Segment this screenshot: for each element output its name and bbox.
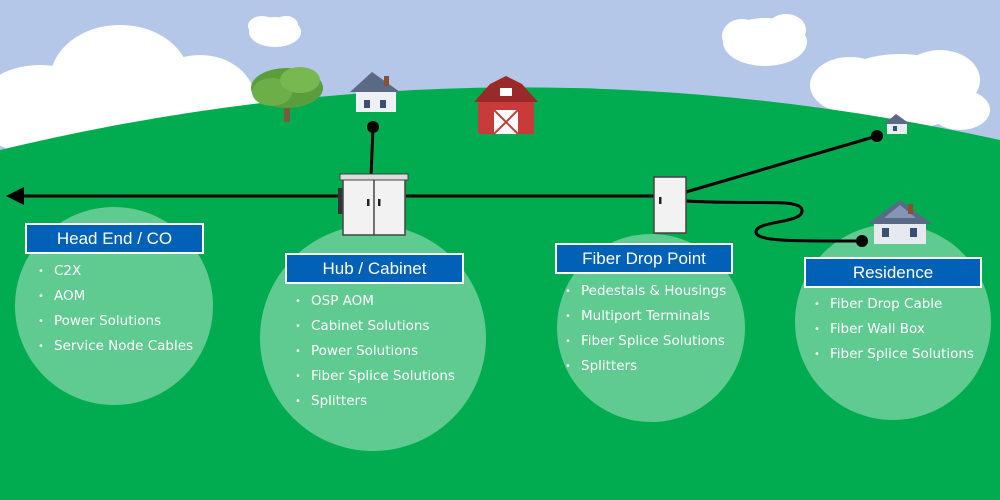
house-icon <box>350 72 400 112</box>
endpoint-dot <box>856 235 868 247</box>
endpoint-dot <box>871 130 883 142</box>
list-item: Fiber Splice Solutions <box>814 342 974 367</box>
list-item: Service Node Cables <box>38 334 193 359</box>
cloud-icon <box>0 25 300 155</box>
zone-title-fiber-drop-point: Fiber Drop Point <box>555 243 733 274</box>
zone-title-hub-cabinet: Hub / Cabinet <box>285 253 464 284</box>
list-item: OSP AOM <box>295 289 455 314</box>
fiber-lines <box>22 127 878 243</box>
list-item: Power Solutions <box>38 309 193 334</box>
zone-list-head-end: C2X AOM Power Solutions Service Node Cab… <box>38 259 193 359</box>
zone-title-head-end: Head End / CO <box>25 223 204 254</box>
cloud-icon <box>810 50 990 130</box>
zone-list-hub-cabinet: OSP AOM Cabinet Solutions Power Solution… <box>295 289 455 414</box>
list-item: AOM <box>38 284 193 309</box>
ground <box>0 87 1000 500</box>
list-item: Fiber Splice Solutions <box>295 364 455 389</box>
list-item: Splitters <box>295 389 455 414</box>
cloud-icon <box>248 16 301 47</box>
list-item: Fiber Drop Cable <box>814 292 974 317</box>
list-item: Pedestals & Housings <box>565 279 726 304</box>
list-item: C2X <box>38 259 193 284</box>
cloud-icon <box>722 14 807 66</box>
cabinet-to-house-line <box>369 127 375 177</box>
zone-list-fiber-drop-point: Pedestals & Housings Multiport Terminals… <box>565 279 726 379</box>
arrow-head-icon <box>6 187 24 205</box>
cabinet-icon <box>338 173 409 236</box>
drop-to-far-house-line <box>685 134 878 194</box>
pedestal-icon <box>653 176 687 234</box>
house-icon <box>884 114 910 134</box>
list-item: Fiber Splice Solutions <box>565 329 726 354</box>
barn-icon <box>474 76 538 135</box>
tree-icon <box>251 67 323 122</box>
list-item: Fiber Wall Box <box>814 317 974 342</box>
endpoint-dot <box>367 121 379 133</box>
list-item: Multiport Terminals <box>565 304 726 329</box>
drop-to-residence-line <box>685 199 863 243</box>
zone-title-residence: Residence <box>804 257 982 288</box>
list-item: Power Solutions <box>295 339 455 364</box>
list-item: Cabinet Solutions <box>295 314 455 339</box>
house-icon <box>868 200 932 244</box>
zone-list-residence: Fiber Drop Cable Fiber Wall Box Fiber Sp… <box>814 292 974 367</box>
list-item: Splitters <box>565 354 726 379</box>
